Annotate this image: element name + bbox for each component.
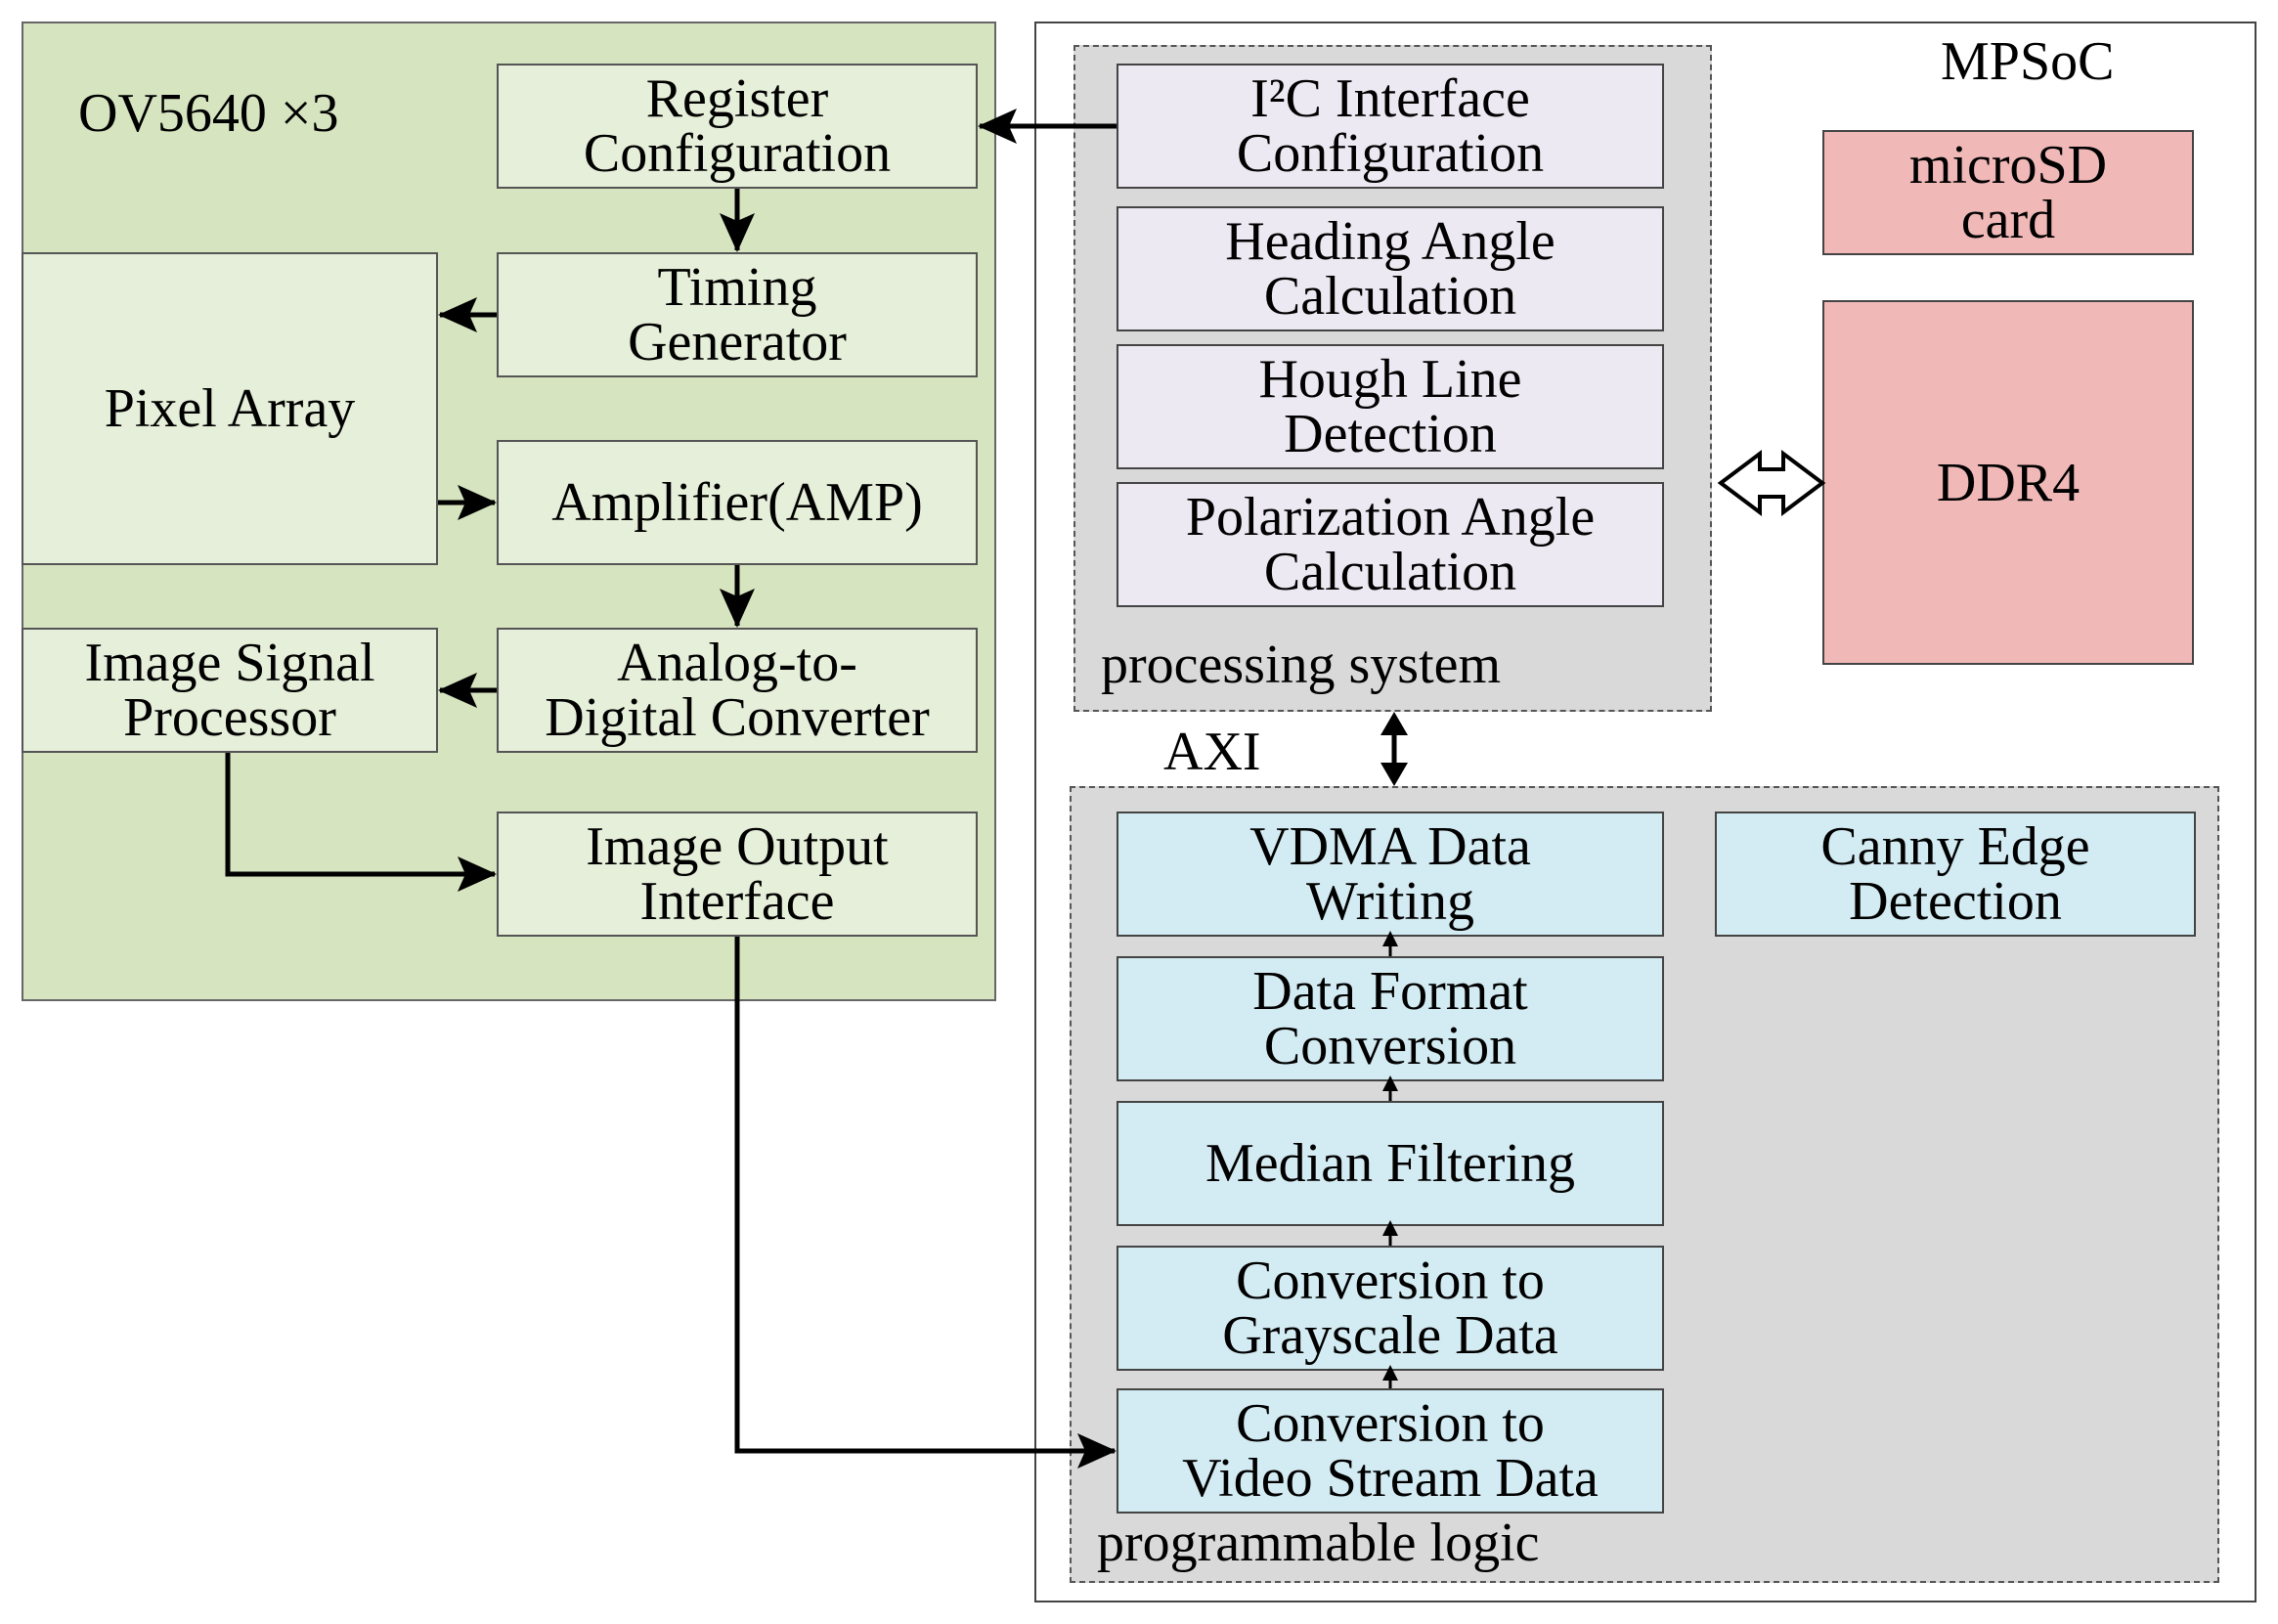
grayscale-conversion-block: Conversion to Grayscale Data xyxy=(1117,1246,1664,1371)
adc-line2: Digital Converter xyxy=(545,687,930,748)
image-output-line2: Interface xyxy=(639,871,835,932)
microsd-line1: microSD xyxy=(1908,135,2108,196)
image-output-interface-block: Image Output Interface xyxy=(497,812,978,937)
polarization-angle-line1: Polarization Angle xyxy=(1185,487,1596,548)
hough-line-line2: Detection xyxy=(1284,404,1497,464)
heading-angle-line2: Calculation xyxy=(1263,266,1517,327)
vdma-line1: VDMA Data xyxy=(1249,816,1531,877)
timing-generator-line1: Timing xyxy=(657,257,817,318)
canny-line1: Canny Edge xyxy=(1820,816,2090,877)
microsd-card-block: microSD card xyxy=(1822,130,2194,255)
data-format-line1: Data Format xyxy=(1252,961,1528,1022)
hough-line-block: Hough Line Detection xyxy=(1117,344,1664,469)
mpsoc-title: MPSoC xyxy=(1941,31,2115,92)
video-stream-conversion-block: Conversion to Video Stream Data xyxy=(1117,1388,1664,1514)
axi-label: AXI xyxy=(1163,722,1261,782)
i2c-line2: Configuration xyxy=(1236,123,1545,184)
camera-module-title: OV5640 ×3 xyxy=(78,83,339,144)
register-configuration-line2: Configuration xyxy=(583,123,892,184)
grayscale-line2: Grayscale Data xyxy=(1222,1305,1558,1366)
arrow-isp-to-image-output xyxy=(225,753,497,892)
video-stream-line2: Video Stream Data xyxy=(1182,1448,1599,1509)
ddr4-block: DDR4 xyxy=(1822,300,2194,665)
pixel-array-block: Pixel Array xyxy=(22,252,438,565)
axi-bidirectional-arrow xyxy=(1380,712,1408,786)
grayscale-line1: Conversion to xyxy=(1236,1251,1545,1311)
polarization-angle-line2: Calculation xyxy=(1263,542,1517,602)
timing-generator-block: Timing Generator xyxy=(497,252,978,377)
hough-line-line1: Hough Line xyxy=(1258,349,1522,410)
vdma-line2: Writing xyxy=(1306,871,1474,932)
median-filtering-label: Median Filtering xyxy=(1205,1133,1575,1194)
ddr4-label: DDR4 xyxy=(1936,452,2081,513)
video-stream-line1: Conversion to xyxy=(1236,1393,1545,1454)
pixel-array-label: Pixel Array xyxy=(104,378,356,439)
data-format-line2: Conversion xyxy=(1263,1016,1517,1076)
isp-line1: Image Signal xyxy=(84,633,375,693)
i2c-line1: I²C Interface xyxy=(1250,68,1530,129)
arrow-image-output-to-video-stream xyxy=(734,937,1117,1469)
timing-generator-line2: Generator xyxy=(628,312,847,373)
median-filtering-block: Median Filtering xyxy=(1117,1101,1664,1226)
canny-line2: Detection xyxy=(1849,871,2062,932)
heading-angle-block: Heading Angle Calculation xyxy=(1117,206,1664,331)
i2c-interface-block: I²C Interface Configuration xyxy=(1117,64,1664,189)
amplifier-label: Amplifier(AMP) xyxy=(551,472,923,533)
isp-line2: Processor xyxy=(123,687,336,748)
adc-line1: Analog-to- xyxy=(617,633,857,693)
polarization-angle-block: Polarization Angle Calculation xyxy=(1117,482,1664,607)
adc-block: Analog-to- Digital Converter xyxy=(497,628,978,753)
amplifier-block: Amplifier(AMP) xyxy=(497,440,978,565)
register-configuration-block: Register Configuration xyxy=(497,64,978,189)
microsd-line2: card xyxy=(1960,190,2056,250)
ps-ddr4-bidirectional-arrow xyxy=(1717,450,1826,516)
canny-edge-detection-block: Canny Edge Detection xyxy=(1715,812,2196,937)
processing-system-label: processing system xyxy=(1101,635,1502,695)
register-configuration-line1: Register xyxy=(645,68,829,129)
heading-angle-line1: Heading Angle xyxy=(1225,211,1555,272)
image-output-line1: Image Output xyxy=(586,816,889,877)
programmable-logic-label: programmable logic xyxy=(1097,1513,1540,1573)
image-signal-processor-block: Image Signal Processor xyxy=(22,628,438,753)
